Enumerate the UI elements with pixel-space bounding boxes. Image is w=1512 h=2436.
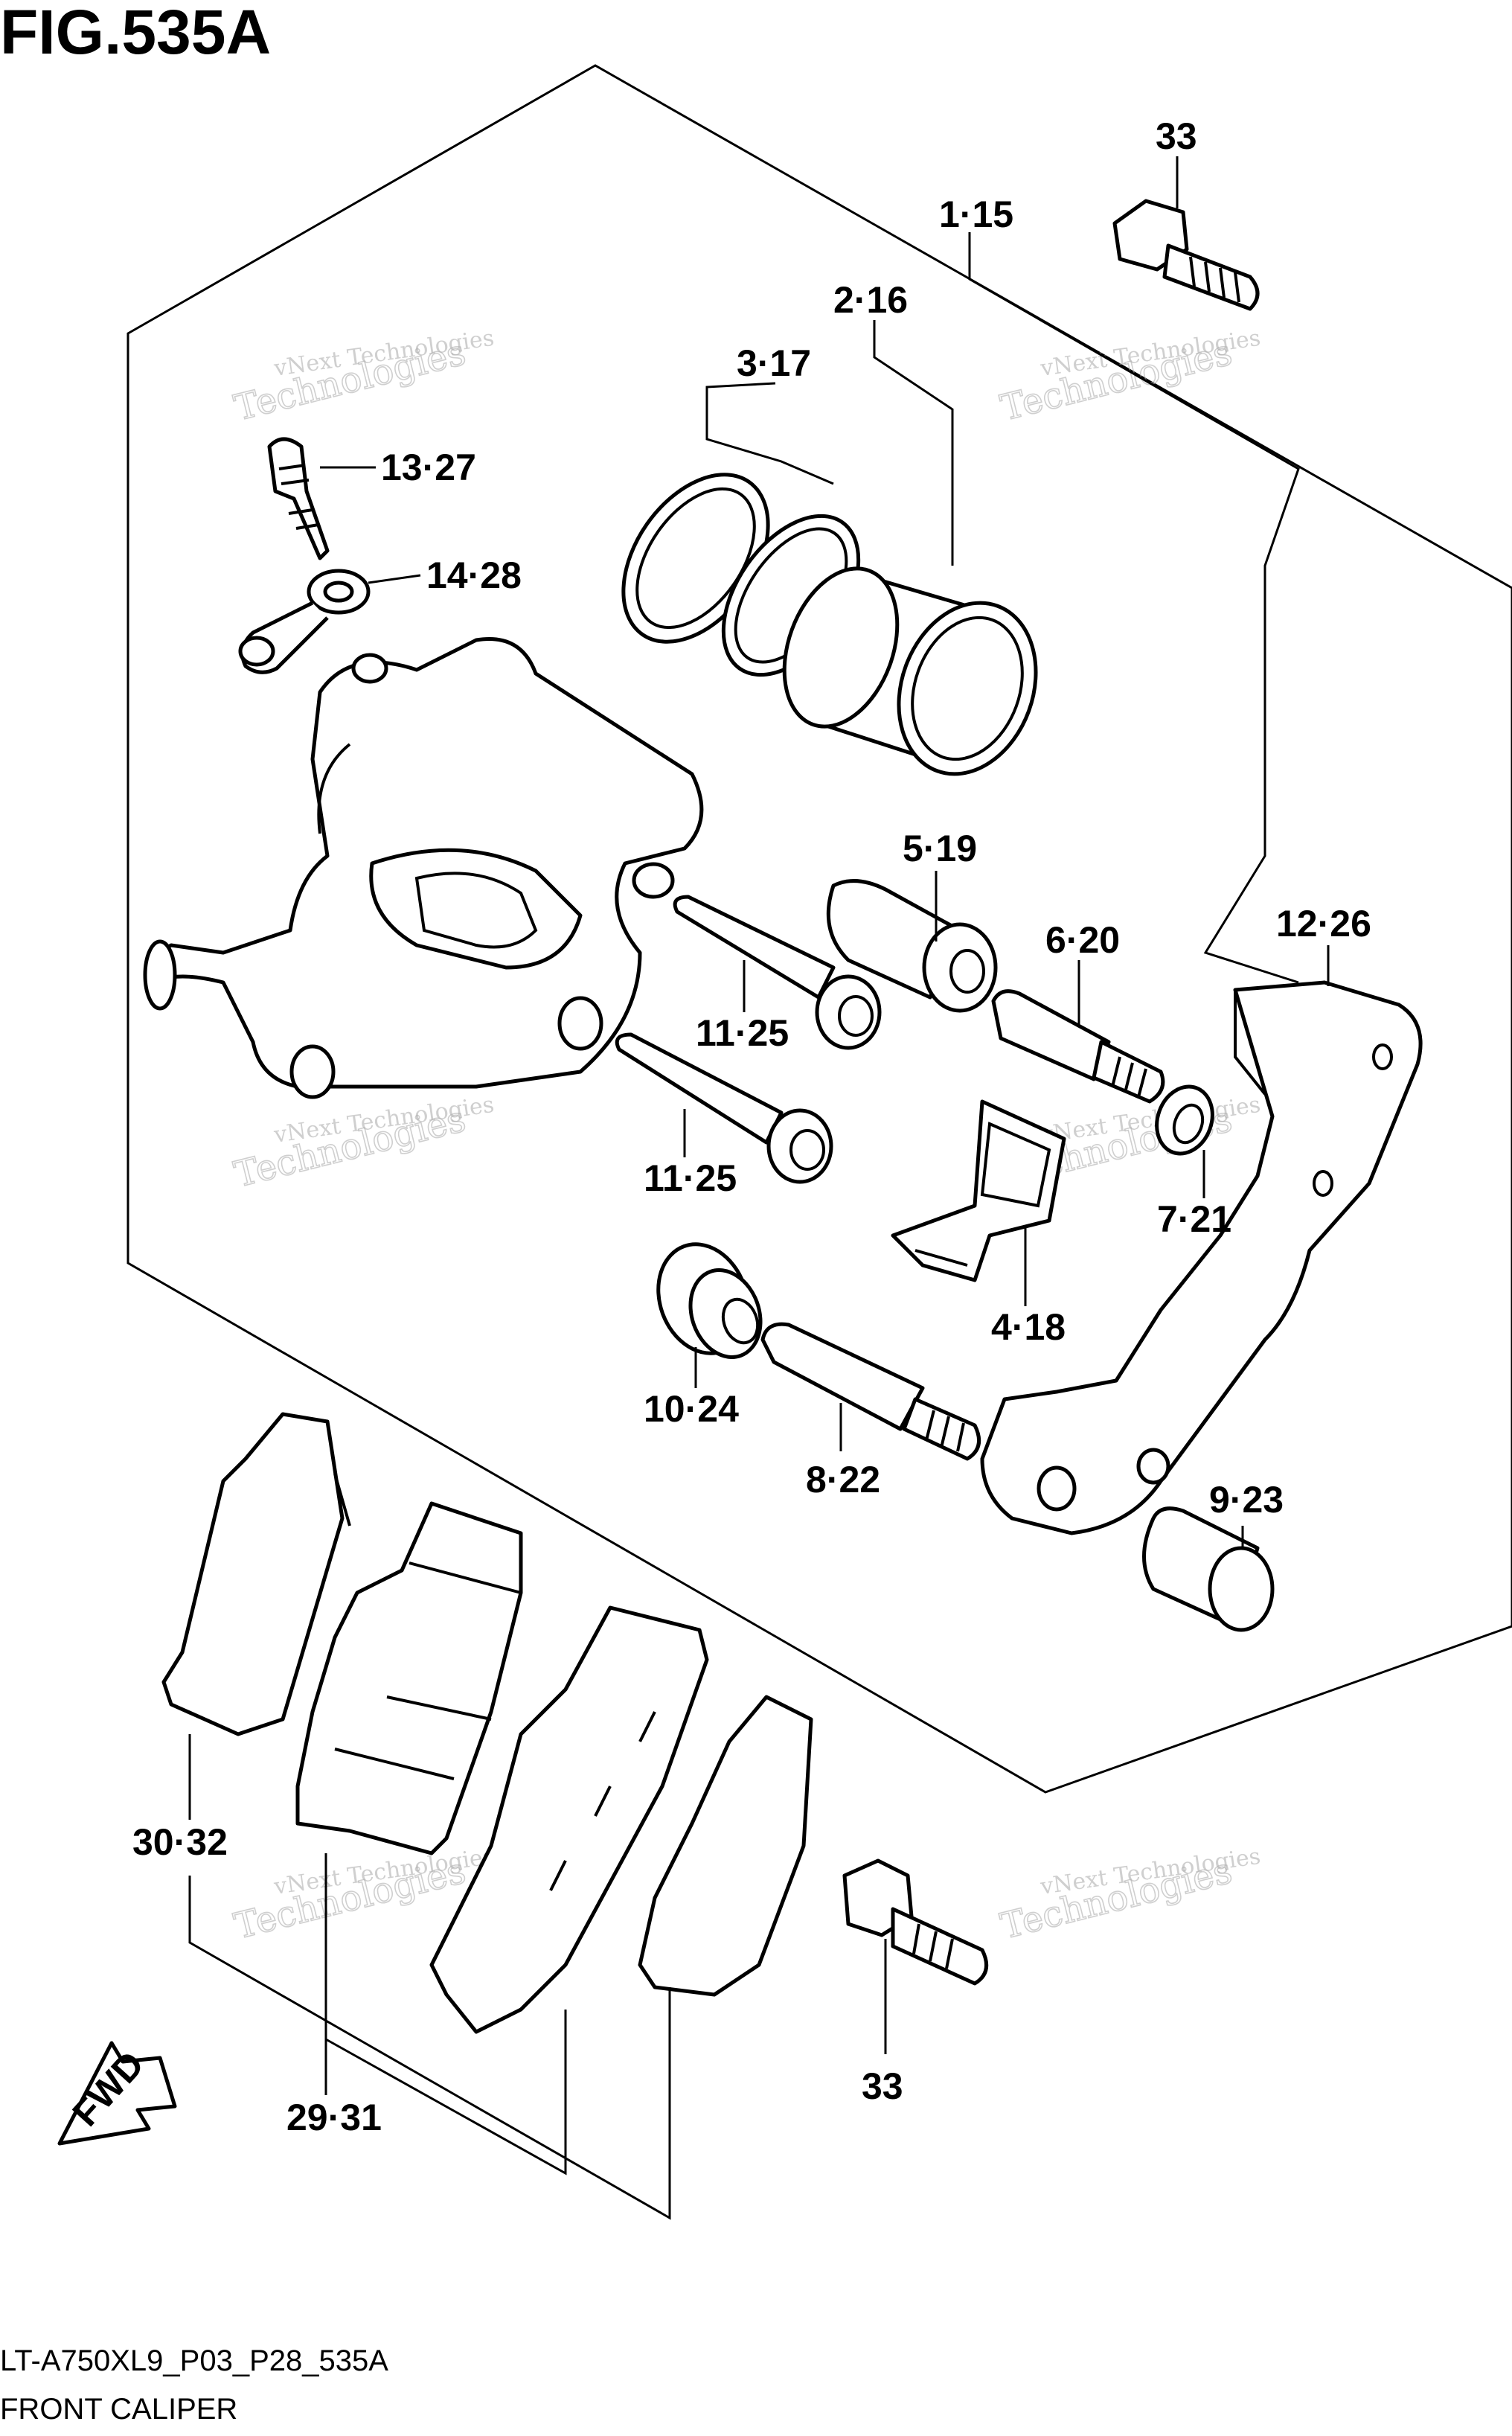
bleeder-cap [238,569,371,674]
figure-name: FRONT CALIPER [0,2393,237,2426]
callout-8-22: 8·22 [806,1459,880,1500]
slide-pin-upper [673,895,882,1050]
callout-29-31: 29·31 [286,2097,382,2138]
leader-lines [188,156,1330,2220]
brake-pad-outer [295,1501,523,1855]
bleeder-screw [267,437,330,560]
pad-spring [891,1099,1066,1282]
assembly-outline [126,64,1512,1794]
brake-pad-inner [638,1695,813,1997]
callout-13-27: 13·27 [381,447,476,488]
callout-11-25-upper: 11·25 [696,1012,789,1054]
pin-sleeve [826,879,998,1013]
callout-12-26: 12·26 [1276,903,1371,944]
callout-3-17: 3·17 [737,342,811,384]
callout-11-25-lower: 11·25 [644,1157,737,1199]
bracket-collar [1142,1506,1275,1632]
callout-1-15: 1·15 [939,194,1013,235]
caliper-pin-long [760,1322,981,1461]
caliper-pin-short [991,989,1165,1104]
callout-7-21: 7·21 [1157,1198,1231,1240]
caliper-bracket [980,980,1423,1535]
callout-33-top: 33 [1156,115,1197,157]
callout-4-18: 4·18 [991,1306,1066,1348]
slide-pin-lower [615,1032,833,1184]
brake-pad-outer-backing [161,1412,351,1736]
figure-title: FIG.535A [0,0,271,67]
washer [1155,1084,1214,1156]
callout-33-bottom: 33 [862,2065,903,2107]
figure-code: LT-A750XL9_P03_P28_535A [0,2344,388,2377]
callout-30-32: 30·32 [132,1821,228,1863]
callout-14-28: 14·28 [426,554,522,596]
callout-labels: 33 1·15 2·16 3·17 13·27 14·28 5·19 6·20 … [132,115,1371,2138]
pin-boot [656,1242,763,1359]
pad-shim-inner [429,1605,709,2034]
caliper-piston [782,566,1038,776]
flange-bolt-top [1112,199,1260,311]
flange-bolt-bottom [842,1858,989,1986]
callout-5-19: 5·19 [903,828,977,869]
fwd-arrow-icon: FWD [57,2041,177,2146]
callout-6-20: 6·20 [1045,919,1120,961]
callout-2-16: 2·16 [833,279,908,321]
callout-10-24: 10·24 [644,1388,739,1430]
callout-9-23: 9·23 [1209,1479,1284,1521]
caliper-body [143,637,704,1099]
